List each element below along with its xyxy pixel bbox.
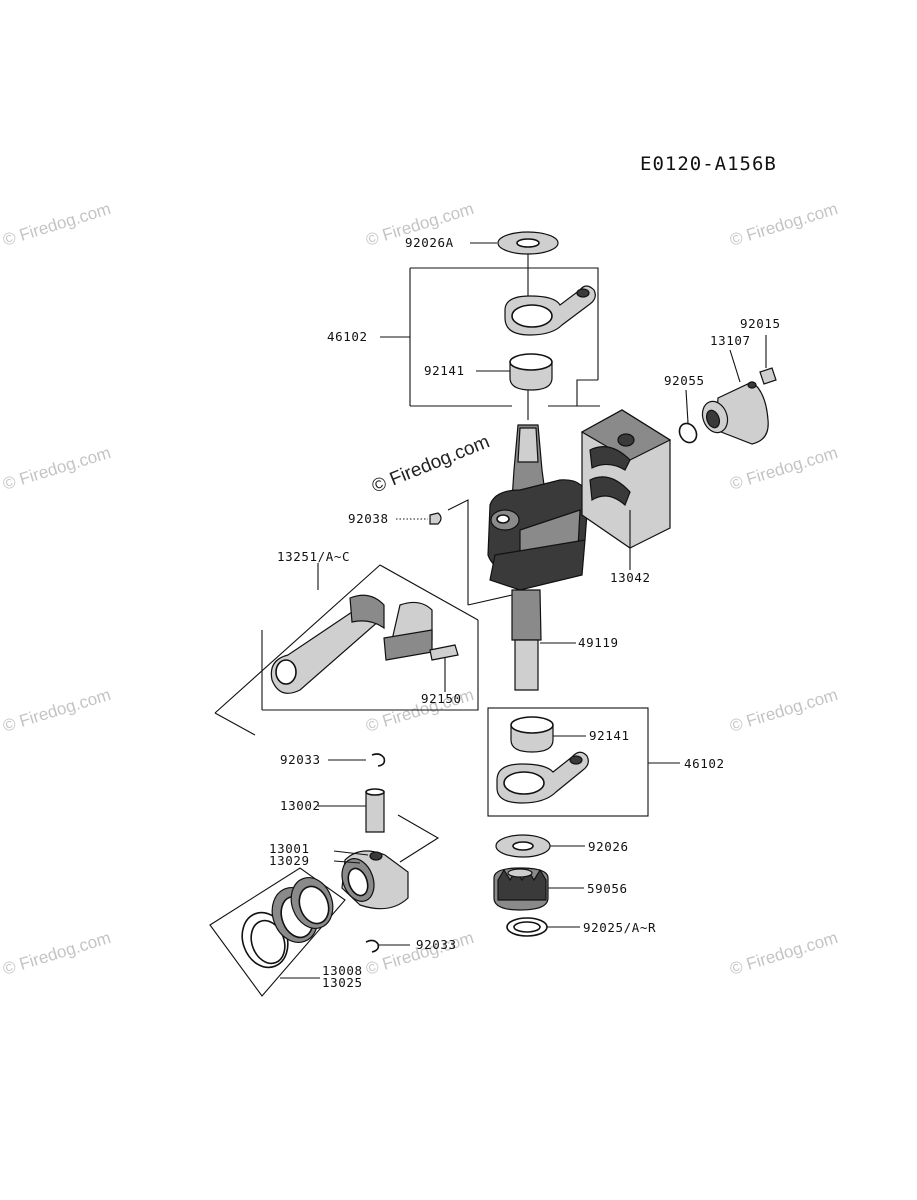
- crankshaft: [487, 390, 589, 691]
- watermark: © Firedog.com: [1, 443, 113, 494]
- flange-13107: [701, 349, 769, 445]
- watermark: © Firedog.com: [728, 443, 840, 494]
- rings-13008: [209, 867, 346, 997]
- label-92015: 92015: [740, 316, 781, 331]
- washer-92026: [495, 834, 585, 858]
- label-92026: 92026: [588, 839, 629, 854]
- watermark: © Firedog.com: [728, 199, 840, 250]
- watermark: © Firedog.com: [1, 199, 113, 250]
- label-92150: 92150: [421, 691, 462, 706]
- label-92055: 92055: [664, 373, 705, 388]
- label-46102-top: 46102: [327, 329, 368, 344]
- label-13251: 13251/A~C: [277, 549, 350, 564]
- conrod-assembly-13251: [214, 563, 479, 736]
- bracket-46102-top: [380, 254, 599, 407]
- label-92026a: 92026A: [405, 235, 454, 250]
- bearing-92141-bot: [510, 716, 586, 753]
- part-labels: 92026A 46102 92141 92015 13107 92055 920…: [269, 235, 781, 990]
- label-13107: 13107: [710, 333, 751, 348]
- watermark: © Firedog.com: [1, 928, 113, 979]
- bolt-92015: [759, 335, 777, 385]
- label-92141-bot: 92141: [589, 728, 630, 743]
- label-46102-bot: 46102: [684, 756, 725, 771]
- label-13042: 13042: [610, 570, 651, 585]
- label-92141-top: 92141: [424, 363, 465, 378]
- crank-bracket: [447, 499, 513, 606]
- piston-bracket: [397, 814, 440, 863]
- block-13042: [577, 405, 672, 570]
- label-92033-top: 92033: [280, 752, 321, 767]
- diagram-code: E0120-A156B: [640, 153, 777, 175]
- pin-13002: [318, 788, 385, 833]
- clip-92033-top: [328, 753, 386, 767]
- washer-92026a: [470, 231, 559, 255]
- label-13025: 13025: [322, 975, 363, 990]
- key-92038: [396, 512, 442, 525]
- label-13029: 13029: [269, 853, 310, 868]
- watermark: © Firedog.com: [364, 928, 476, 979]
- label-59056: 59056: [587, 881, 628, 896]
- label-92033-bot: 92033: [416, 937, 457, 952]
- piston-13001: [333, 850, 409, 910]
- watermarks: © Firedog.com © Firedog.com © Firedog.co…: [1, 199, 840, 979]
- label-13002: 13002: [280, 798, 321, 813]
- label-92038: 92038: [348, 511, 389, 526]
- washer-92025: [506, 917, 580, 937]
- label-49119: 49119: [578, 635, 619, 650]
- watermark: © Firedog.com: [728, 928, 840, 979]
- label-92025: 92025/A~R: [583, 920, 656, 935]
- watermark: © Firedog.com: [1, 685, 113, 736]
- conrod-bot: [496, 751, 589, 804]
- oring-92055: [678, 389, 698, 444]
- conrod-top: [504, 285, 596, 336]
- watermark-main: © Firedog.com: [369, 431, 493, 497]
- bracket-46102-bot: [487, 707, 680, 817]
- bearing-92141-top: [476, 353, 553, 391]
- clip-92033-bot: [365, 939, 410, 953]
- label-13008: 13008: [322, 963, 363, 978]
- watermark: © Firedog.com: [728, 685, 840, 736]
- gear-59056: [493, 867, 584, 911]
- label-13001: 13001: [269, 841, 310, 856]
